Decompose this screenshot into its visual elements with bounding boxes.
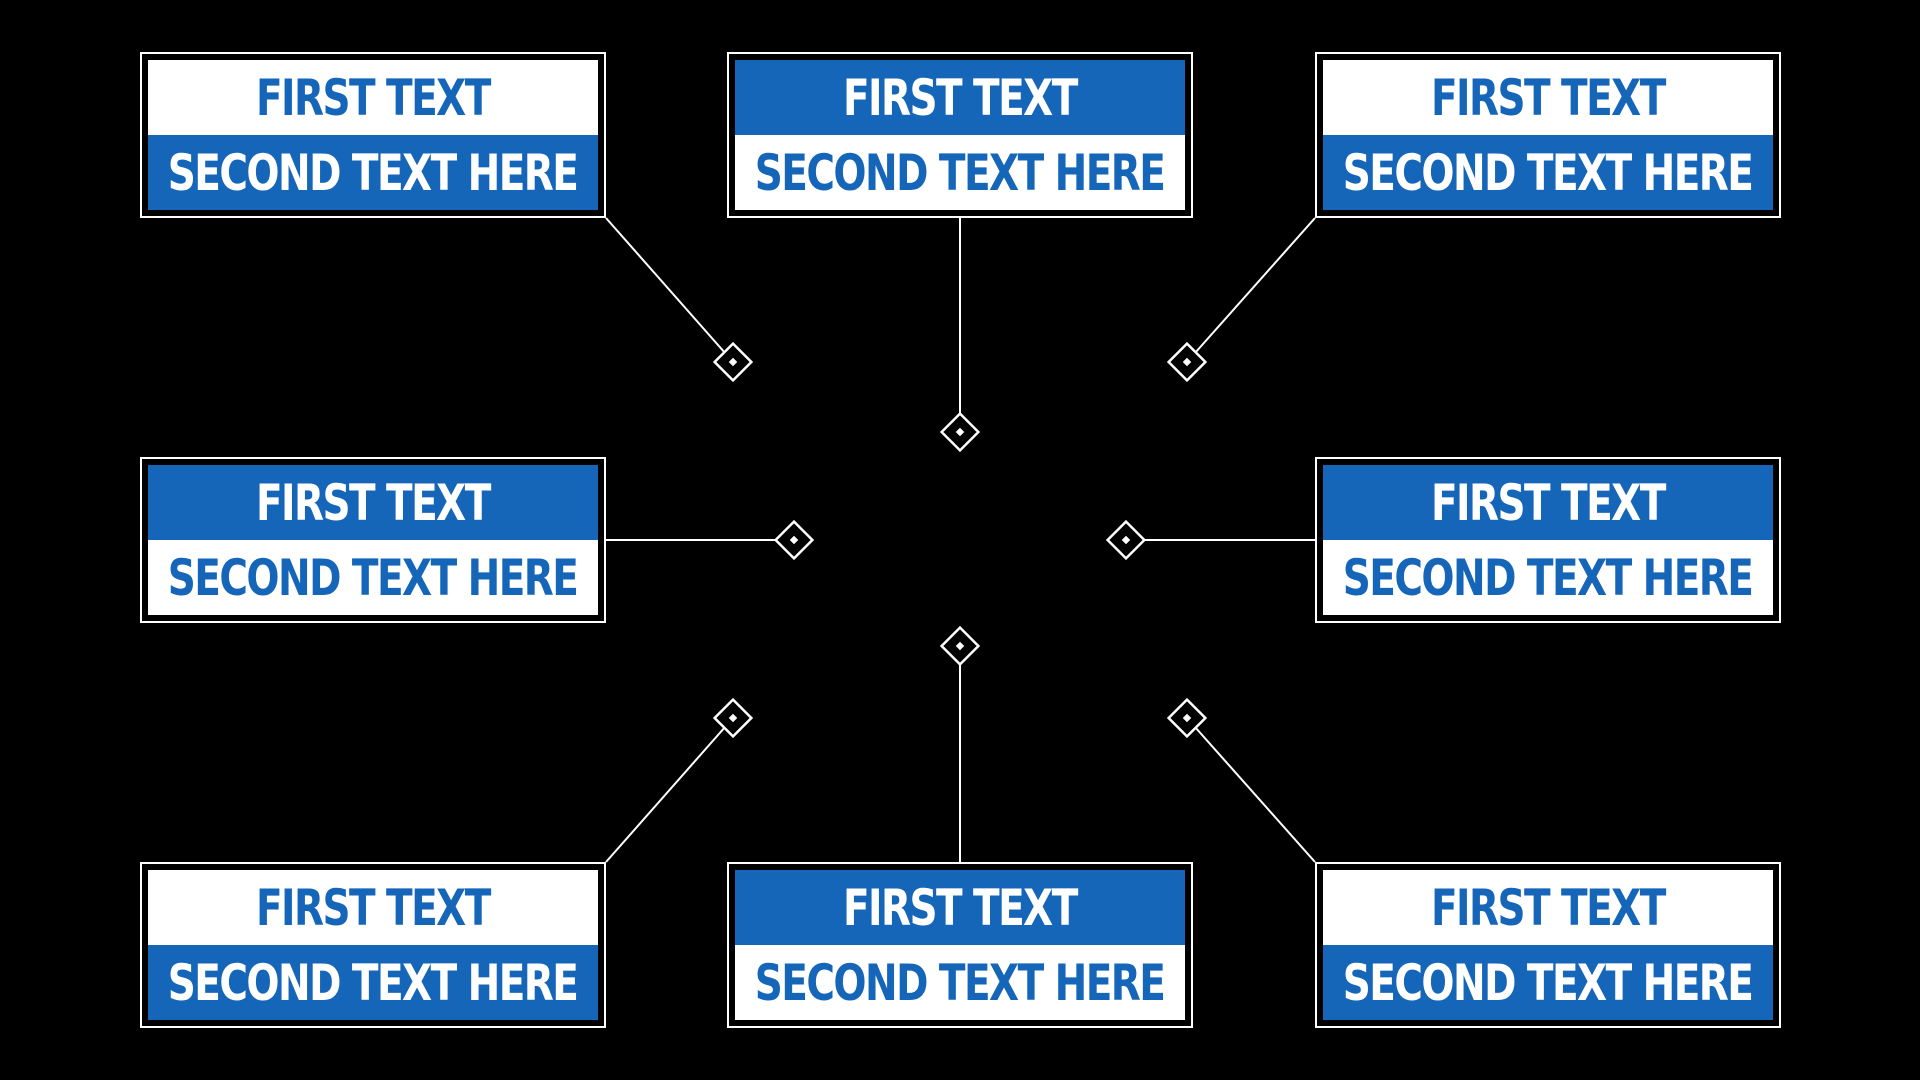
diamond-marker-icon <box>1105 519 1147 561</box>
callout-top-right: FIRST TEXT SECOND TEXT HERE <box>1315 52 1781 218</box>
connector-line-bottom-left <box>605 717 734 863</box>
callout-second-text: SECOND TEXT HERE <box>735 135 1185 210</box>
callout-bottom-right: FIRST TEXT SECOND TEXT HERE <box>1315 862 1781 1028</box>
callout-second-text: SECOND TEXT HERE <box>148 945 598 1020</box>
callout-second-text: SECOND TEXT HERE <box>148 540 598 615</box>
callout-first-text: FIRST TEXT <box>148 465 598 540</box>
connector-line-top-left <box>605 217 734 363</box>
diamond-marker-icon <box>712 341 754 383</box>
callout-middle-left: FIRST TEXT SECOND TEXT HERE <box>140 457 606 623</box>
callout-bottom-center: FIRST TEXT SECOND TEXT HERE <box>727 862 1193 1028</box>
callout-second-text: SECOND TEXT HERE <box>1323 540 1773 615</box>
callout-second-text: SECOND TEXT HERE <box>735 945 1185 1020</box>
callout-top-left: FIRST TEXT SECOND TEXT HERE <box>140 52 606 218</box>
callout-middle-right: FIRST TEXT SECOND TEXT HERE <box>1315 457 1781 623</box>
callout-first-text: FIRST TEXT <box>1323 465 1773 540</box>
diamond-marker-icon <box>1166 341 1208 383</box>
callout-first-text: FIRST TEXT <box>735 870 1185 945</box>
callout-first-text: FIRST TEXT <box>148 870 598 945</box>
callout-first-text: FIRST TEXT <box>1323 870 1773 945</box>
callout-first-text: FIRST TEXT <box>1323 60 1773 135</box>
diamond-marker-icon <box>712 697 754 739</box>
callout-bottom-left: FIRST TEXT SECOND TEXT HERE <box>140 862 606 1028</box>
diamond-marker-icon <box>1166 697 1208 739</box>
diamond-marker-icon <box>939 411 981 453</box>
diamond-marker-icon <box>773 519 815 561</box>
callout-top-center: FIRST TEXT SECOND TEXT HERE <box>727 52 1193 218</box>
callout-second-text: SECOND TEXT HERE <box>148 135 598 210</box>
diamond-marker-icon <box>939 625 981 667</box>
callout-second-text: SECOND TEXT HERE <box>1323 135 1773 210</box>
callout-first-text: FIRST TEXT <box>735 60 1185 135</box>
connector-line-bottom-right <box>1186 717 1316 863</box>
callout-first-text: FIRST TEXT <box>148 60 598 135</box>
connector-line-top-right <box>1186 217 1316 363</box>
callout-second-text: SECOND TEXT HERE <box>1323 945 1773 1020</box>
